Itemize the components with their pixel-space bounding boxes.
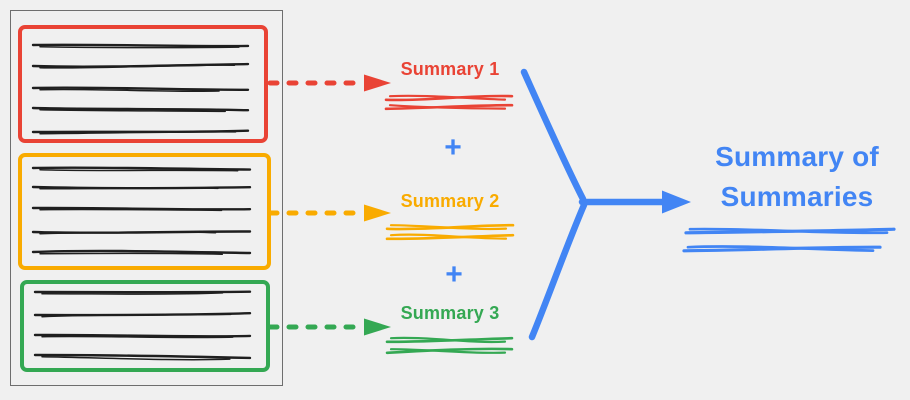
plus-sign-2: + xyxy=(445,258,463,291)
document-section-box-2 xyxy=(18,153,271,270)
document-text-stroke-1-4 xyxy=(39,108,226,113)
final-scribble-1 xyxy=(688,227,889,235)
document-section-box-3 xyxy=(20,280,270,372)
summary-3-scribble-1 xyxy=(389,336,507,344)
document-text-stroke-1-2 xyxy=(39,64,236,69)
document-text-stroke-2-5 xyxy=(39,252,224,255)
summary-2-scribble-1 xyxy=(389,224,508,231)
summary-3-scribble-2 xyxy=(389,348,507,354)
merge-line-bottom xyxy=(528,201,588,341)
merge-arrow-head xyxy=(662,190,691,214)
document-text-stroke-3-1 xyxy=(41,292,224,295)
document-text-stroke-1-1 xyxy=(39,45,240,49)
document-text-stroke-1-5 xyxy=(39,131,237,135)
document-text-stroke-2-1 xyxy=(39,168,239,172)
summary-3-label: Summary 3 xyxy=(400,303,500,323)
summary-2-label: Summary 2 xyxy=(400,191,500,211)
summary-3-scribble-2 xyxy=(385,347,514,355)
document-text-stroke-2-3 xyxy=(31,206,252,211)
document-text-stroke-3-4 xyxy=(41,355,231,361)
merge-line-top xyxy=(520,68,587,203)
dashed-arrow-1-head xyxy=(364,74,391,92)
document-text-stroke-1-3 xyxy=(39,88,220,93)
document-text-stroke-1-1 xyxy=(31,43,250,48)
document-text-stroke-2-4 xyxy=(39,231,217,235)
document-text-stroke-1-4 xyxy=(31,106,250,112)
summary-1-label: Summary 1 xyxy=(400,59,500,79)
document-text-stroke-3-4 xyxy=(33,353,252,360)
document-text-stroke-3-2 xyxy=(41,313,232,318)
document-page xyxy=(10,10,283,386)
document-text-stroke-2-5 xyxy=(31,249,252,255)
document-text-stroke-3-3 xyxy=(41,335,234,339)
plus-sign-1: + xyxy=(444,131,462,164)
dashed-arrow-2-head xyxy=(364,204,391,222)
summary-of-summaries-label: Summary of Summaries xyxy=(715,141,879,212)
summary-2-scribble-2 xyxy=(385,233,515,241)
document-text-stroke-2-3 xyxy=(39,208,223,212)
final-scribble-2 xyxy=(686,245,875,252)
summary-1-scribble-2 xyxy=(388,104,507,110)
document-text-stroke-2-2 xyxy=(39,186,219,190)
document-text-stroke-1-3 xyxy=(31,86,250,91)
document-text-stroke-3-3 xyxy=(33,333,252,338)
summary-1-scribble-1 xyxy=(388,94,507,101)
dashed-arrow-3-head xyxy=(364,318,391,336)
summary-2-scribble-2 xyxy=(389,233,508,240)
document-section-box-1 xyxy=(18,25,268,143)
document-text-stroke-2-1 xyxy=(31,166,252,171)
